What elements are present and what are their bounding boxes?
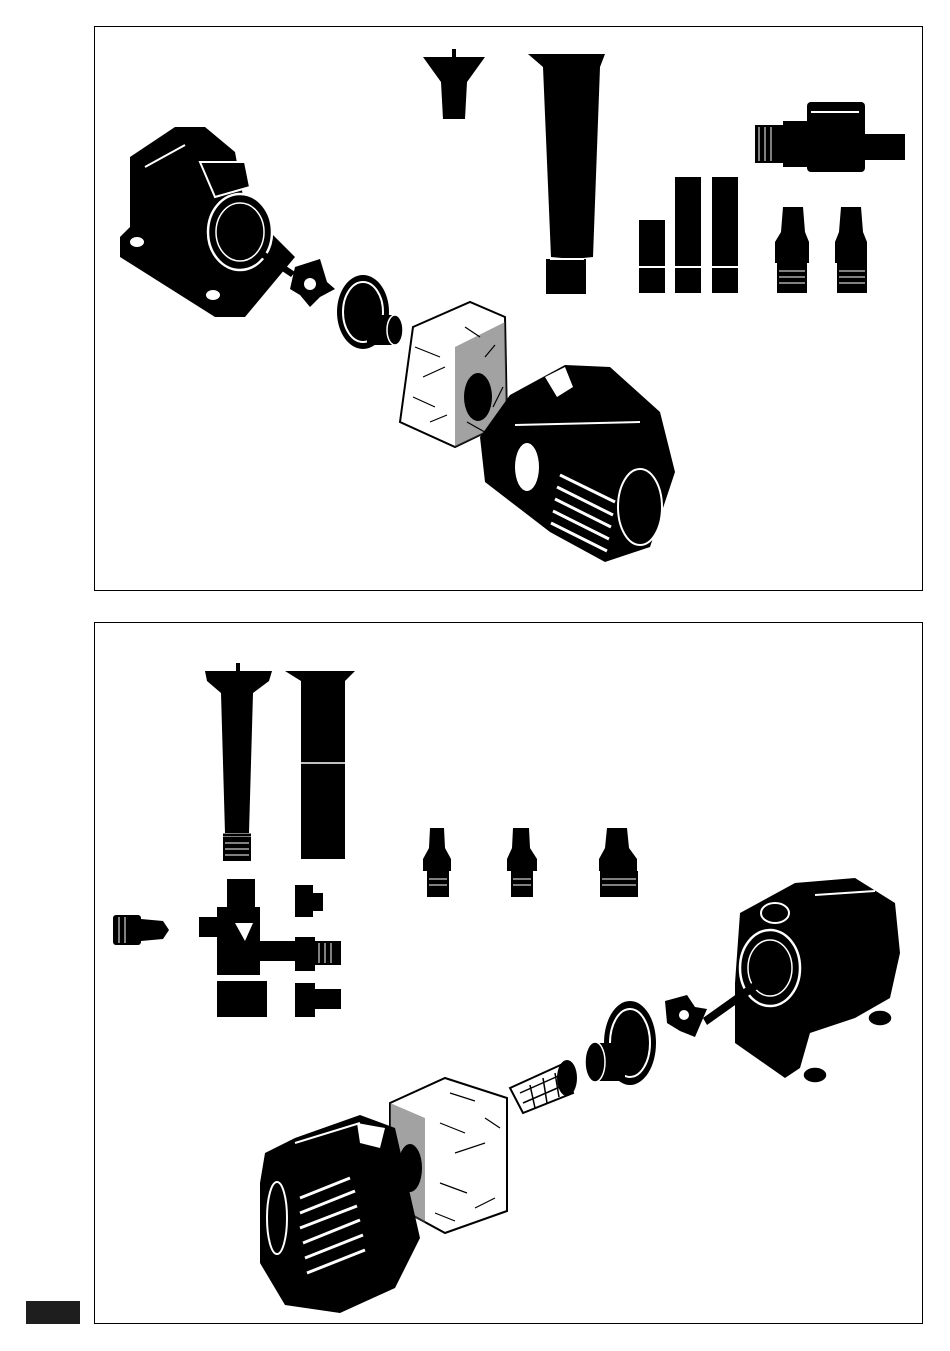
pump-cover (585, 1001, 656, 1085)
telescopic-tube (285, 671, 355, 859)
filter-housing (260, 1115, 420, 1313)
pump-body (735, 878, 900, 1083)
figure-panel-top (94, 26, 923, 591)
extension-tubes (639, 177, 738, 293)
filter-housing (480, 365, 675, 562)
t-piece-distributor (199, 879, 341, 1017)
hose-adapters (775, 207, 867, 293)
strainer-basket (510, 1060, 577, 1113)
fountain-nozzle (205, 663, 272, 861)
end-cap (113, 915, 169, 945)
pump-cover (337, 275, 403, 349)
page-tab (26, 1301, 80, 1324)
exploded-diagram-top (95, 27, 924, 592)
fountain-nozzle (423, 49, 485, 119)
pump-body (120, 127, 295, 317)
figure-panel-bottom (94, 622, 923, 1324)
telescopic-tube (528, 54, 605, 294)
flow-regulator (755, 102, 905, 172)
hose-adapters (423, 828, 638, 897)
exploded-diagram-bottom (95, 623, 924, 1325)
